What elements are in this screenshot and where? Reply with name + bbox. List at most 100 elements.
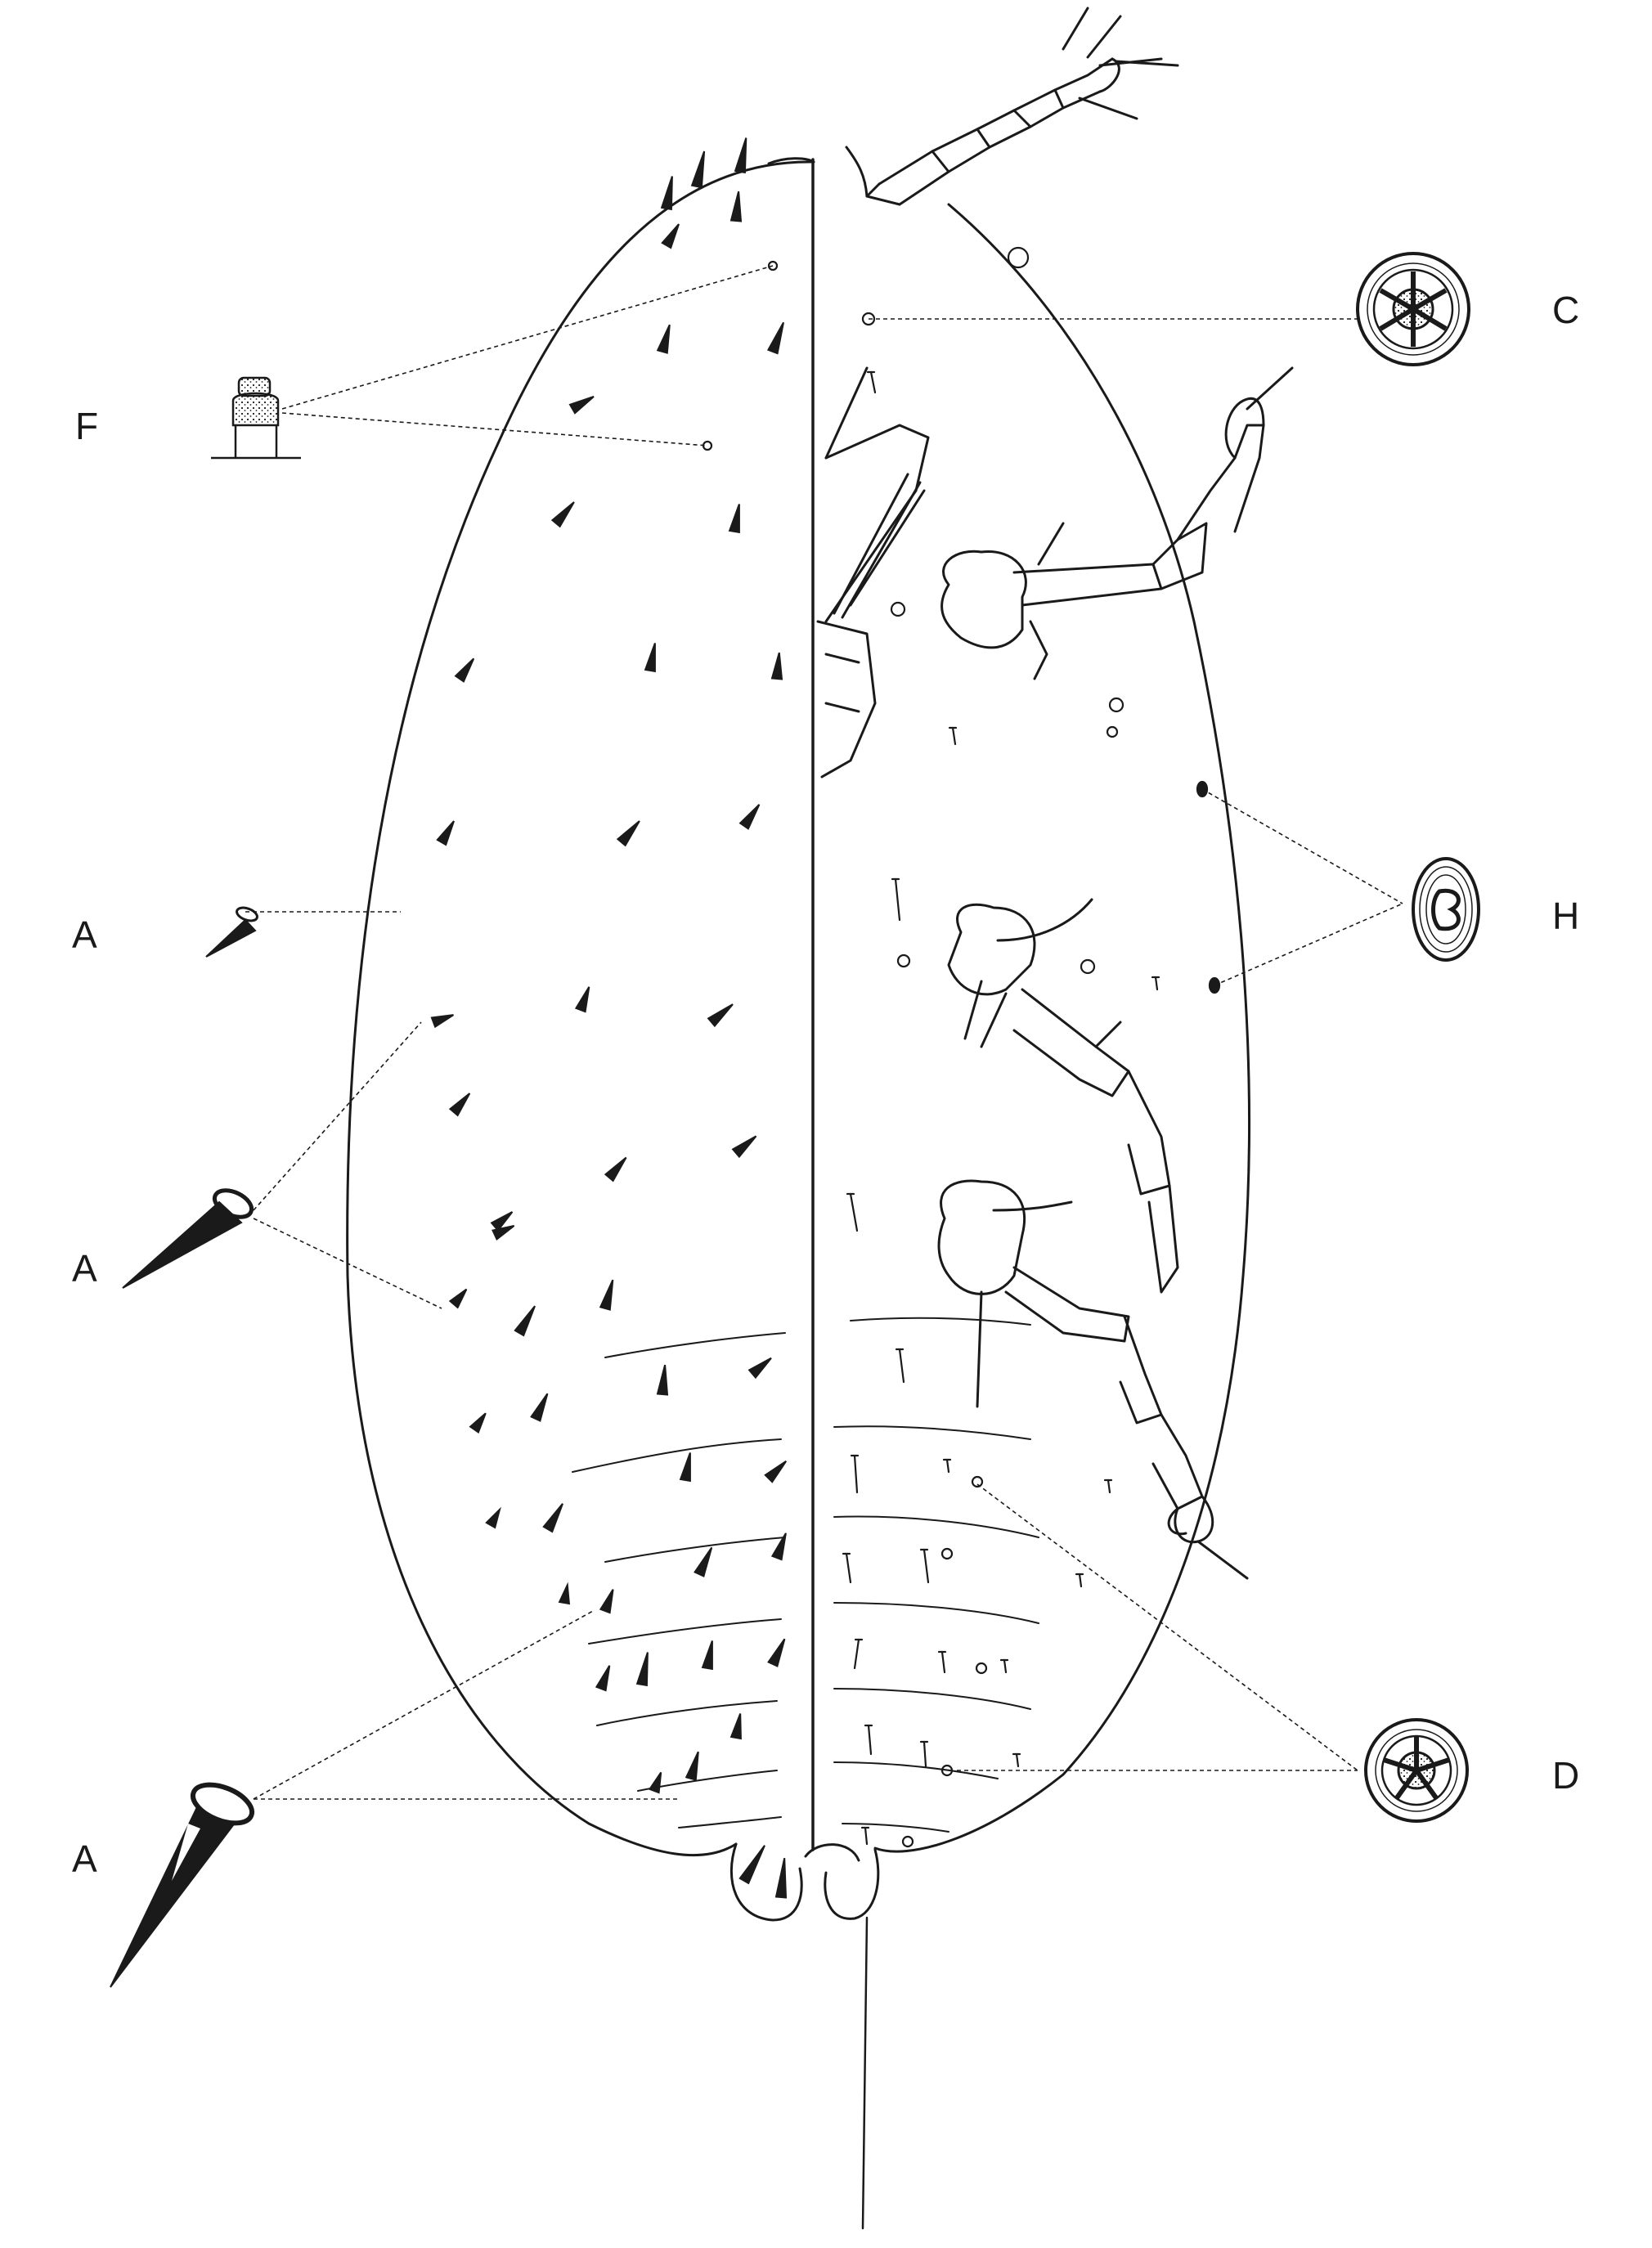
pore [1108, 697, 1125, 713]
anal-seta [861, 1916, 869, 2230]
dorsal-spine [690, 150, 706, 189]
midleg [947, 903, 1036, 996]
dorsal-spine [707, 1003, 734, 1028]
pore [940, 1764, 954, 1777]
pore [767, 260, 779, 271]
dorsal-spine [774, 1857, 788, 1899]
dorsal-spine [729, 1713, 742, 1740]
dorsal-spine [661, 223, 680, 249]
ventral-seta [923, 1548, 930, 1584]
ventral-seta [923, 1740, 927, 1768]
detail-H-pore [1412, 857, 1480, 962]
ventral-seta [1154, 976, 1159, 991]
dorsal-spine [558, 1582, 571, 1605]
mouthparts [824, 424, 930, 623]
dorsal-spine [770, 1532, 787, 1561]
body-outline-right [873, 203, 1250, 1853]
ventral-seta [951, 726, 957, 746]
labium [816, 620, 877, 778]
ventral-seta [1003, 1658, 1008, 1674]
dorsal-spine [599, 1279, 614, 1311]
dorsal-spine [770, 652, 783, 680]
detail-A-spine-small [205, 906, 258, 958]
dorsal-spine [731, 1135, 757, 1159]
dorsal-spine [635, 1652, 649, 1687]
dorsal-spine [448, 1093, 471, 1117]
ventral-seta [1078, 1573, 1083, 1588]
dorsal-spine [430, 1014, 454, 1029]
dorsal-spine [694, 1546, 713, 1577]
pore [896, 953, 911, 968]
dorsal-spine [728, 504, 740, 534]
pore [940, 1547, 954, 1560]
pores [702, 246, 1221, 1848]
anal-ring [804, 1843, 860, 1862]
dorsal-spine [448, 1288, 468, 1309]
pore [702, 440, 713, 451]
pore [975, 1662, 988, 1675]
label-C: C [1552, 289, 1580, 331]
pore [1080, 958, 1096, 975]
dorsal-spine [454, 657, 475, 683]
dorsal-spine [679, 1452, 691, 1483]
label-A-medium: A [72, 1247, 97, 1290]
leader-lines [245, 265, 1403, 1800]
dorsal-spine [492, 1225, 515, 1241]
pore [1106, 725, 1119, 738]
dorsal-spine [595, 1665, 611, 1692]
dorsal-spine [599, 1589, 614, 1614]
dorsal-spine [485, 1506, 501, 1529]
detail-A-spine-medium [122, 1188, 254, 1289]
foreleg [940, 550, 1027, 649]
dorsal-spine [542, 1503, 563, 1533]
ventral-seta [864, 1826, 869, 1846]
dorsal-spine [660, 176, 673, 211]
pore [861, 312, 876, 326]
dorsal-spine [738, 804, 761, 830]
ventral-seta [845, 1552, 852, 1584]
detail-F-duct [211, 376, 301, 460]
detail-D-pore [1364, 1718, 1469, 1823]
hindleg [937, 1179, 1026, 1295]
dorsal-spine [747, 1357, 772, 1380]
dorsal-spine [656, 1364, 669, 1396]
segment-lines-right [833, 1317, 1039, 1833]
ventral-seta [940, 1650, 946, 1674]
pore [901, 1835, 914, 1848]
ventral-seta [869, 370, 877, 394]
ventral-seta [898, 1348, 905, 1384]
ventral-seta [853, 1454, 859, 1494]
dorsal-spine [604, 1156, 627, 1182]
pore [890, 601, 906, 617]
label-H: H [1552, 895, 1580, 937]
dorsal-spine [644, 643, 656, 673]
dorsal-spine [490, 1211, 514, 1232]
dorsal-spine [656, 324, 671, 354]
segment-lines-left [572, 1332, 786, 1828]
ventral-seta [1015, 1752, 1020, 1768]
body-outline-left [346, 160, 813, 1857]
pore [971, 1475, 984, 1488]
dorsal-spine [568, 396, 595, 415]
dorsal-spine [616, 820, 640, 847]
dorsal-spine [738, 1845, 765, 1885]
dorsal-spine [469, 1412, 487, 1434]
dorsal-spine [530, 1393, 549, 1422]
ventral-seta [945, 1458, 950, 1474]
antenna [878, 57, 1114, 186]
pore [1007, 246, 1030, 269]
detail-C-pore [1356, 252, 1470, 366]
dorsal-spine [648, 1771, 662, 1794]
dorsal-spine [574, 986, 590, 1013]
dorsal-spine [514, 1305, 536, 1337]
ventral-seta [849, 1192, 859, 1232]
dorsal-spine [764, 1460, 788, 1483]
dorsal-spine [550, 501, 575, 528]
dorsal-spine [767, 1638, 786, 1667]
dorsal-spine [729, 191, 743, 222]
dorsal-spine [766, 321, 784, 355]
label-A-large: A [72, 1837, 97, 1880]
ventral-seta [894, 877, 901, 922]
